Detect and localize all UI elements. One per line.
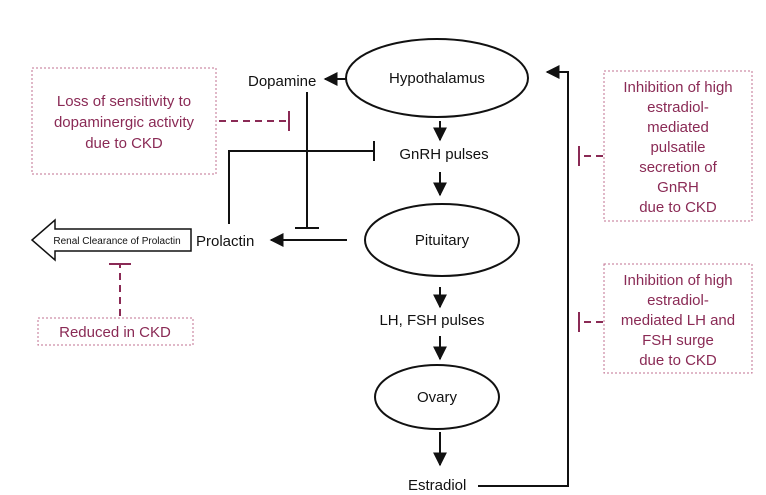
gnrh-inhibition-line-4: pulsatile — [650, 139, 705, 156]
renal-note-box — [37, 317, 194, 346]
renal-note-text: Reduced in CKD — [59, 324, 171, 341]
renal-clearance-label: Renal Clearance of Prolactin — [53, 236, 180, 247]
ovary-label: Ovary — [417, 389, 458, 406]
lhfsh-inhibition-line-5: due to CKD — [639, 352, 717, 369]
lhfsh-inhibition-box — [603, 263, 753, 374]
prolactin-inhibits-gnrh-line — [228, 150, 374, 224]
lhfsh-inhibition-line-4: FSH surge — [642, 332, 714, 349]
hypothalamus-label: Hypothalamus — [389, 70, 485, 87]
dopamine-note-box — [31, 67, 217, 175]
lh-fsh-label: LH, FSH pulses — [379, 312, 484, 329]
gnrh-inhibition-line-2: estradiol- — [647, 99, 709, 116]
prolactin-label: Prolactin — [196, 233, 254, 250]
gnrh-inhibition-line-3: mediated — [647, 119, 709, 136]
lhfsh-inhibition-line-2: estradiol- — [647, 292, 709, 309]
pituitary-node — [364, 203, 520, 277]
gnrh-inhibition-line-5: secretion of — [639, 159, 717, 176]
dopamine-note-line-1: Loss of sensitivity to — [57, 93, 191, 110]
dopamine-note-line-2: dopaminergic activity — [54, 114, 195, 131]
gnrh-inhibition-line-7: due to CKD — [639, 199, 717, 216]
dopamine-label: Dopamine — [248, 73, 316, 90]
gnrh-inhibition-line-1: Inhibition of high — [623, 79, 732, 96]
lhfsh-inhibition-line-3: mediated LH and — [621, 312, 735, 329]
estradiol-feedback-line — [478, 65, 569, 487]
renal-clearance-arrow — [30, 218, 192, 262]
lhfsh-inhibition-line-1: Inhibition of high — [623, 272, 732, 289]
dopamine-note-line-3: due to CKD — [85, 135, 163, 152]
gnrh-inhibition-line-6: GnRH — [657, 179, 699, 196]
gnrh-label: GnRH pulses — [399, 146, 488, 163]
pituitary-label: Pituitary — [415, 232, 470, 249]
estradiol-label: Estradiol — [408, 477, 466, 494]
gnrh-inhibition-box — [603, 70, 753, 222]
ovary-node — [374, 364, 500, 430]
